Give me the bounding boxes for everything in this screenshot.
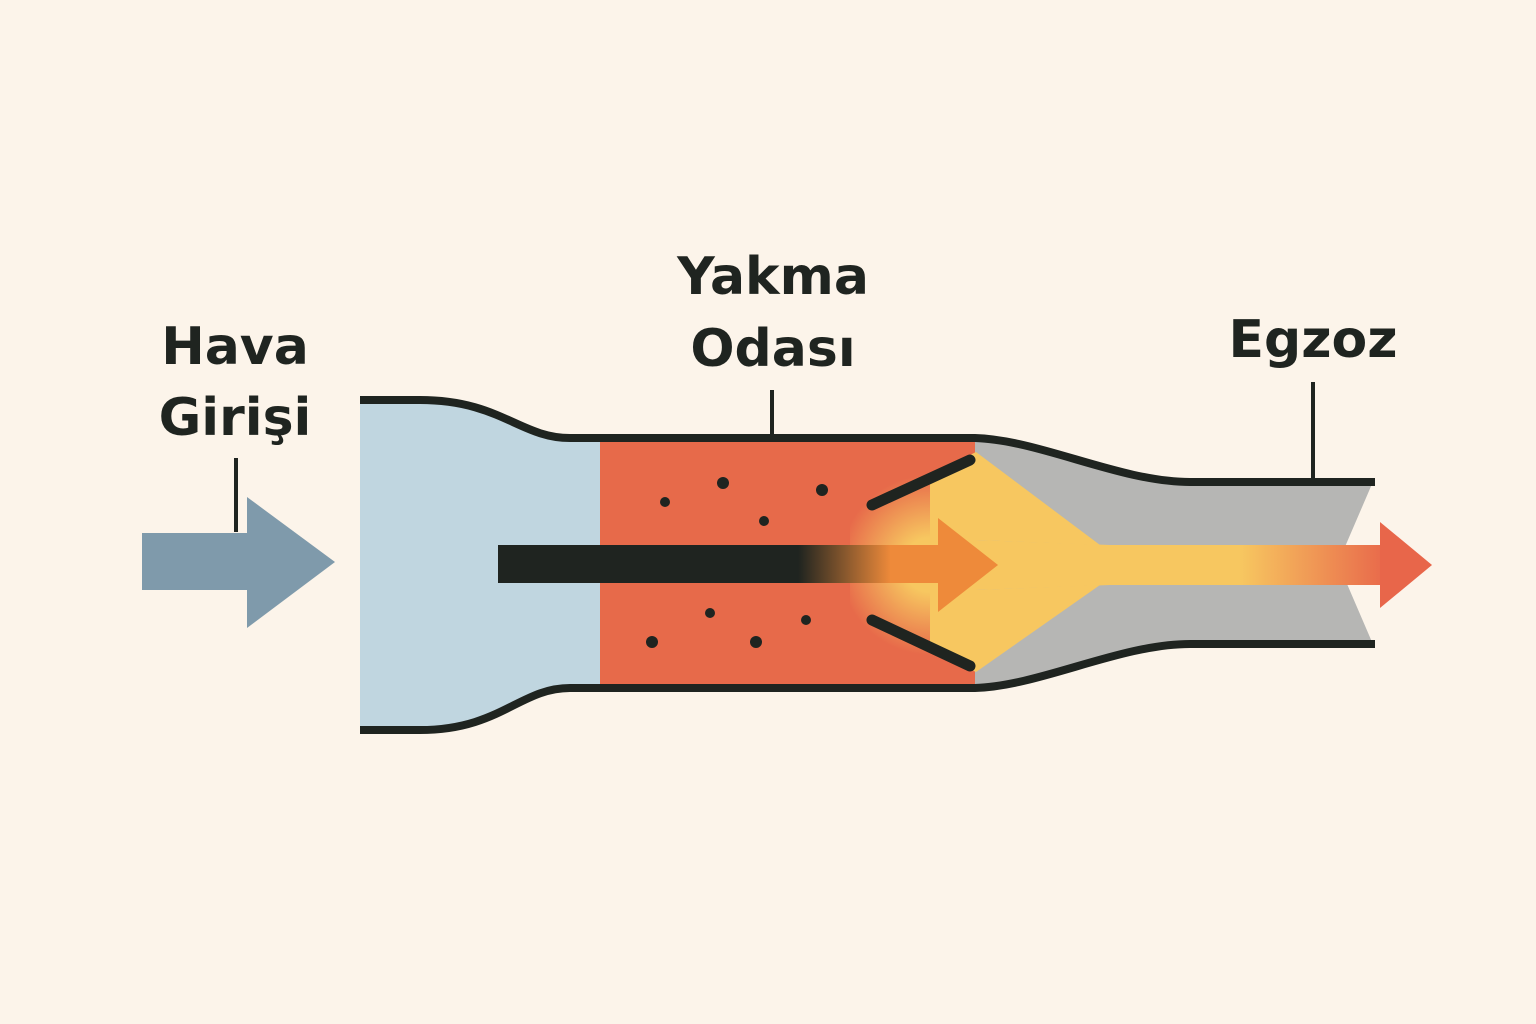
droplet	[801, 615, 811, 625]
flame-core	[976, 452, 1100, 672]
inlet-label-line2: Girişi	[159, 388, 312, 448]
fuel-droplets	[646, 477, 828, 648]
exhaust-arrow-shaft	[1240, 545, 1382, 585]
droplet	[816, 484, 828, 496]
droplet	[646, 636, 658, 648]
fuel-injector-rod	[498, 545, 943, 583]
droplet	[705, 608, 715, 618]
flame	[930, 452, 1260, 672]
chamber-label-line1: Yakma	[676, 247, 869, 307]
droplet	[750, 636, 762, 648]
inlet-label-line1: Hava	[161, 317, 309, 377]
fuel-flow-arrow-head	[938, 518, 998, 612]
droplet	[759, 516, 769, 526]
exhaust-label: Egzoz	[1229, 310, 1398, 370]
air-intake-arrow-head	[247, 497, 335, 628]
flame-holder-bottom	[866, 614, 976, 672]
air-intake-arrow-shaft	[142, 533, 250, 590]
flame-holder-top	[866, 454, 976, 511]
droplet	[717, 477, 729, 489]
engine-wall-bottom	[360, 640, 1375, 734]
engine-wall-top	[360, 396, 1375, 486]
chamber-label-line2: Odası	[690, 319, 855, 379]
droplet	[660, 497, 670, 507]
inlet-section	[360, 400, 600, 730]
exhaust-arrow-head	[1380, 522, 1432, 608]
